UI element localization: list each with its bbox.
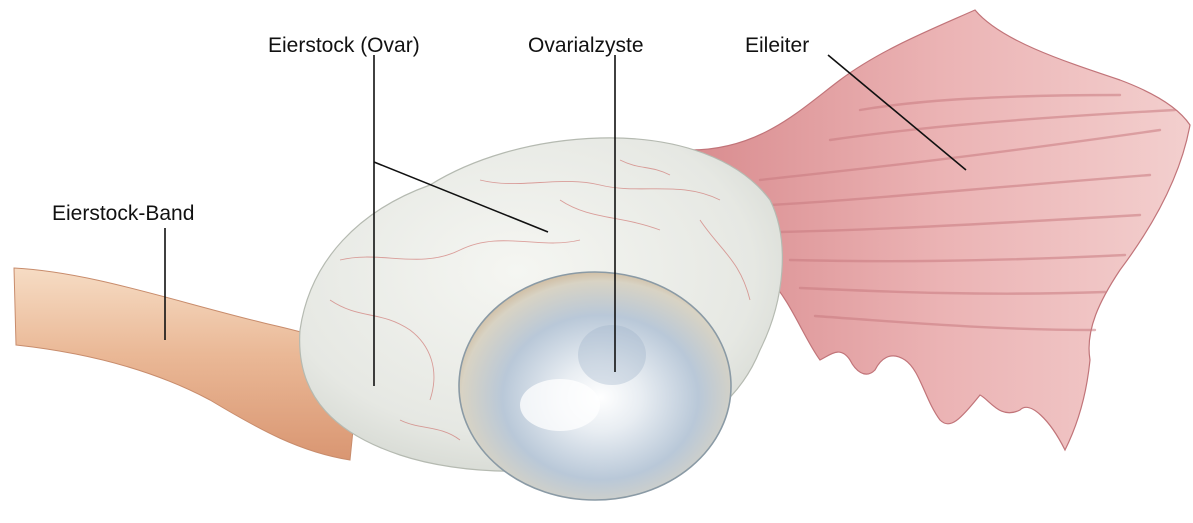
label-cyst: Ovarialzyste (528, 34, 644, 57)
label-ligament: Eierstock-Band (52, 202, 194, 225)
label-tube: Eileiter (745, 34, 809, 57)
ovarian-cyst (459, 272, 731, 500)
label-ovary: Eierstock (Ovar) (268, 34, 420, 57)
